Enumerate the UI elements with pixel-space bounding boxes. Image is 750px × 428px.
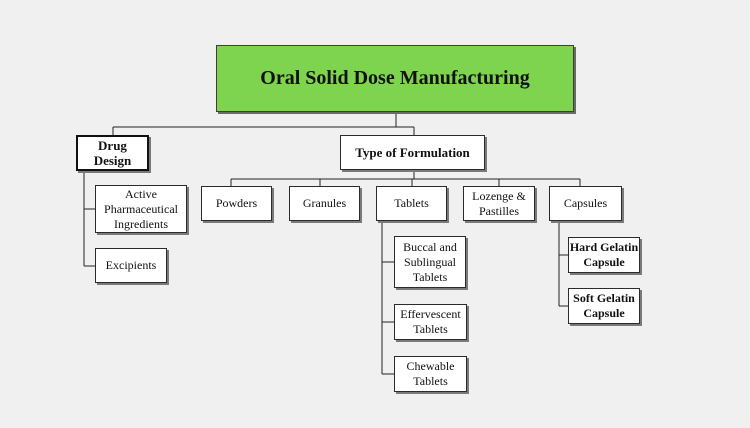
excipients-node: Excipients: [95, 248, 167, 283]
soft-gelatin-capsule-node: Soft Gelatin Capsule: [568, 288, 640, 324]
effervescent-tablets-node: Effervescent Tablets: [394, 304, 467, 340]
type-of-formulation-node: Type of Formulation: [340, 135, 485, 170]
root-node: Oral Solid Dose Manufacturing: [216, 45, 574, 112]
chewable-tablets-node: Chewable Tablets: [394, 356, 467, 392]
drug-design-node: Drug Design: [76, 135, 149, 171]
tablets-node: Tablets: [376, 186, 447, 221]
capsules-node: Capsules: [549, 186, 622, 221]
hard-gelatin-capsule-node: Hard Gelatin Capsule: [568, 237, 640, 273]
buccal-sublingual-tablets-node: Buccal and Sublingual Tablets: [394, 236, 466, 288]
granules-node: Granules: [289, 186, 360, 221]
active-pharmaceutical-ingredients-node: Active Pharmaceutical Ingredients: [95, 185, 187, 233]
powders-node: Powders: [201, 186, 272, 221]
lozenge-pastilles-node: Lozenge & Pastilles: [463, 186, 535, 221]
